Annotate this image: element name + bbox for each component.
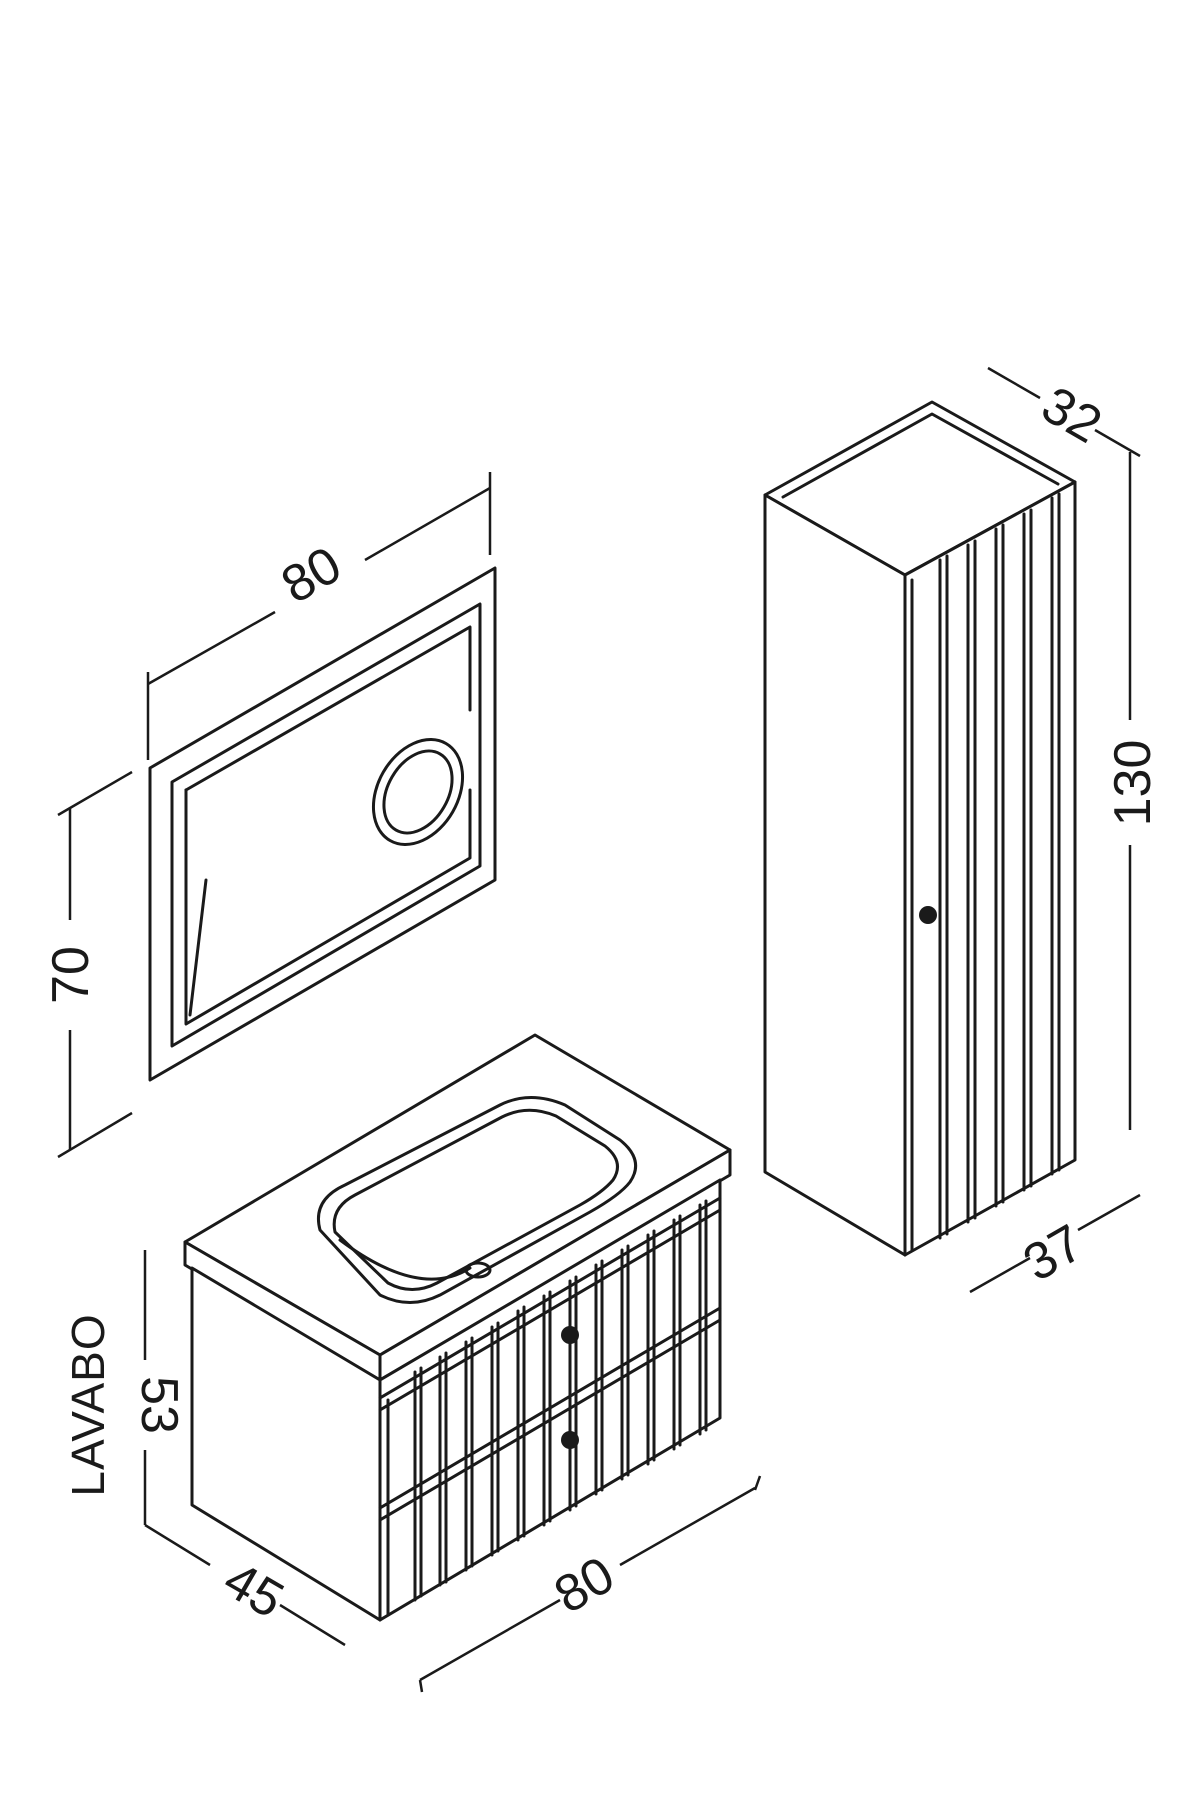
tall-cabinet-width-dimension: 32	[987, 366, 1141, 458]
vanity-width-label: 80	[545, 1546, 624, 1625]
mirror-height-label: 70	[42, 946, 100, 1004]
mirror-outer-frame	[148, 566, 497, 1082]
mirror-inner-frame	[170, 602, 482, 1048]
vanity-bottom-drawer-knob	[561, 1431, 579, 1449]
vanity-height-dimension: 53	[130, 1250, 188, 1525]
sink-basin-inner	[332, 1108, 619, 1291]
mirror	[148, 566, 497, 1082]
tall-cabinet-depth-dimension: 37	[969, 1193, 1141, 1294]
tall-cabinet-grooves	[938, 492, 1061, 1240]
mirror-glass-reflection	[188, 878, 208, 1017]
tall-cabinet-width-label: 32	[1032, 376, 1111, 455]
tall-cabinet-depth-label: 37	[1014, 1214, 1093, 1293]
tall-cabinet-height-dimension: 130	[1104, 452, 1162, 1130]
vanity-depth-label: 45	[214, 1551, 293, 1630]
tall-cabinet-height-label: 130	[1104, 740, 1162, 827]
mirror-led-strip-top	[184, 625, 472, 792]
magnifier-mirror-outer	[371, 738, 465, 846]
mirror-width-label: 80	[272, 536, 351, 615]
sink-drain	[464, 1261, 492, 1279]
sink-basin-outer	[317, 1096, 638, 1304]
vanity	[183, 1033, 732, 1622]
tall-cabinet-front	[903, 480, 1077, 1257]
tall-cabinet-top-edge	[781, 412, 1060, 499]
magnifier-mirror-inner	[382, 749, 454, 835]
vanity-name-label: LAVABO	[62, 1313, 114, 1496]
tall-cabinet	[763, 400, 1077, 1257]
vanity-height-label: 53	[130, 1376, 188, 1434]
sink-basin-slope	[338, 1238, 472, 1281]
vanity-drawer-grooves	[413, 1199, 708, 1602]
tall-cabinet-knob	[919, 906, 937, 924]
tall-cabinet-side	[763, 493, 907, 1257]
vanity-top-drawer-knob	[561, 1326, 579, 1344]
mirror-height-dimension: 70	[42, 770, 133, 1159]
